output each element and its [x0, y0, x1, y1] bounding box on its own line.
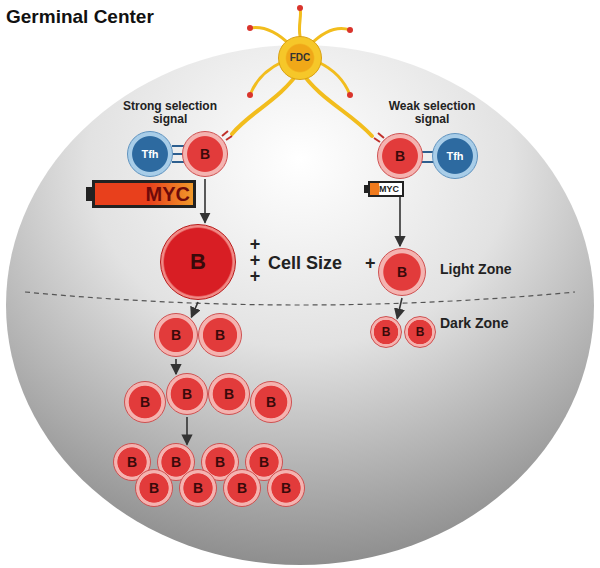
- dendrite: [299, 8, 300, 36]
- node-label: MYC: [379, 185, 399, 194]
- dendrite-tips: [247, 5, 353, 98]
- node-label: B: [382, 326, 391, 338]
- b-cell: B: [166, 373, 208, 415]
- node-label: B: [171, 328, 181, 342]
- node-label: B: [416, 326, 425, 338]
- dendrite: [318, 62, 350, 95]
- b-cell: B: [378, 248, 426, 296]
- b-cell-receptors: [222, 131, 384, 142]
- myc-battery: MYC: [368, 181, 404, 197]
- dendrite: [300, 70, 372, 136]
- germinal-center-region: [6, 45, 594, 565]
- arrow-connector: [204, 179, 206, 223]
- tfh-cell: Tfh: [432, 133, 478, 179]
- antigen-tip: [347, 92, 353, 98]
- node-label: B: [397, 265, 407, 279]
- node-label: Tfh: [446, 151, 463, 162]
- node-label: FDC: [290, 53, 311, 63]
- antigen-tip: [247, 92, 253, 98]
- b-cell: B: [370, 316, 402, 348]
- myc-battery: MYC: [92, 180, 196, 208]
- tfh-cell: Tfh: [127, 131, 173, 177]
- node-label: B: [259, 455, 269, 469]
- b-cell-large: B: [160, 224, 236, 300]
- node-label: B: [266, 395, 276, 409]
- node-label: B: [149, 481, 159, 495]
- contact: [172, 161, 184, 163]
- antigen-tip: [347, 27, 353, 33]
- node-label: B: [200, 147, 210, 161]
- node-label: B: [215, 328, 225, 342]
- b-cell: B: [154, 313, 198, 357]
- node-label: B: [127, 455, 137, 469]
- zone-label: Light Zone: [440, 262, 512, 277]
- b-cell: B: [267, 469, 305, 507]
- node-label: B: [224, 387, 234, 401]
- b-cell: B: [223, 469, 261, 507]
- dendrite: [250, 62, 282, 95]
- node-label: Tfh: [141, 149, 158, 160]
- b-cell: B: [124, 381, 166, 423]
- b-cell: B: [208, 373, 250, 415]
- cell-size-label: Cell Size: [268, 254, 342, 274]
- b-cell: B: [377, 133, 423, 179]
- node-label: B: [190, 251, 206, 273]
- b-cell: B: [135, 469, 173, 507]
- fdc-cell: FDC: [278, 36, 322, 80]
- node-label: B: [215, 455, 225, 469]
- zone-boundary: [25, 292, 575, 305]
- node-label: B: [182, 387, 192, 401]
- figure-title: Germinal Center: [6, 6, 154, 28]
- receptor: [222, 131, 232, 140]
- b-cell: B: [198, 313, 242, 357]
- node-label: B: [281, 481, 291, 495]
- contact: [422, 161, 433, 163]
- signal-label: Weak selection signal: [384, 100, 480, 126]
- arrow-connector: [175, 359, 177, 374]
- signal-label: Strong selection signal: [122, 100, 218, 126]
- arrow-connector: [186, 417, 188, 445]
- node-label: B: [193, 481, 203, 495]
- antigen-tip: [297, 5, 303, 11]
- dendrite: [232, 70, 300, 134]
- b-cell: B: [182, 131, 228, 177]
- arrow-connector: [397, 298, 402, 319]
- b-cell: B: [179, 469, 217, 507]
- b-cell: B: [250, 381, 292, 423]
- b-cell: B: [404, 316, 436, 348]
- size-indicator: +: [365, 254, 376, 274]
- node-label: B: [140, 395, 150, 409]
- antigen-tip: [247, 25, 253, 31]
- arrow-connector: [191, 302, 198, 317]
- zone-label: Dark Zone: [440, 316, 508, 331]
- fdc-dendrites: [232, 8, 372, 136]
- node-label: B: [237, 481, 247, 495]
- node-label: MYC: [146, 184, 190, 204]
- node-label: B: [395, 149, 405, 163]
- size-indicator: +++: [246, 236, 264, 285]
- node-label: B: [171, 455, 181, 469]
